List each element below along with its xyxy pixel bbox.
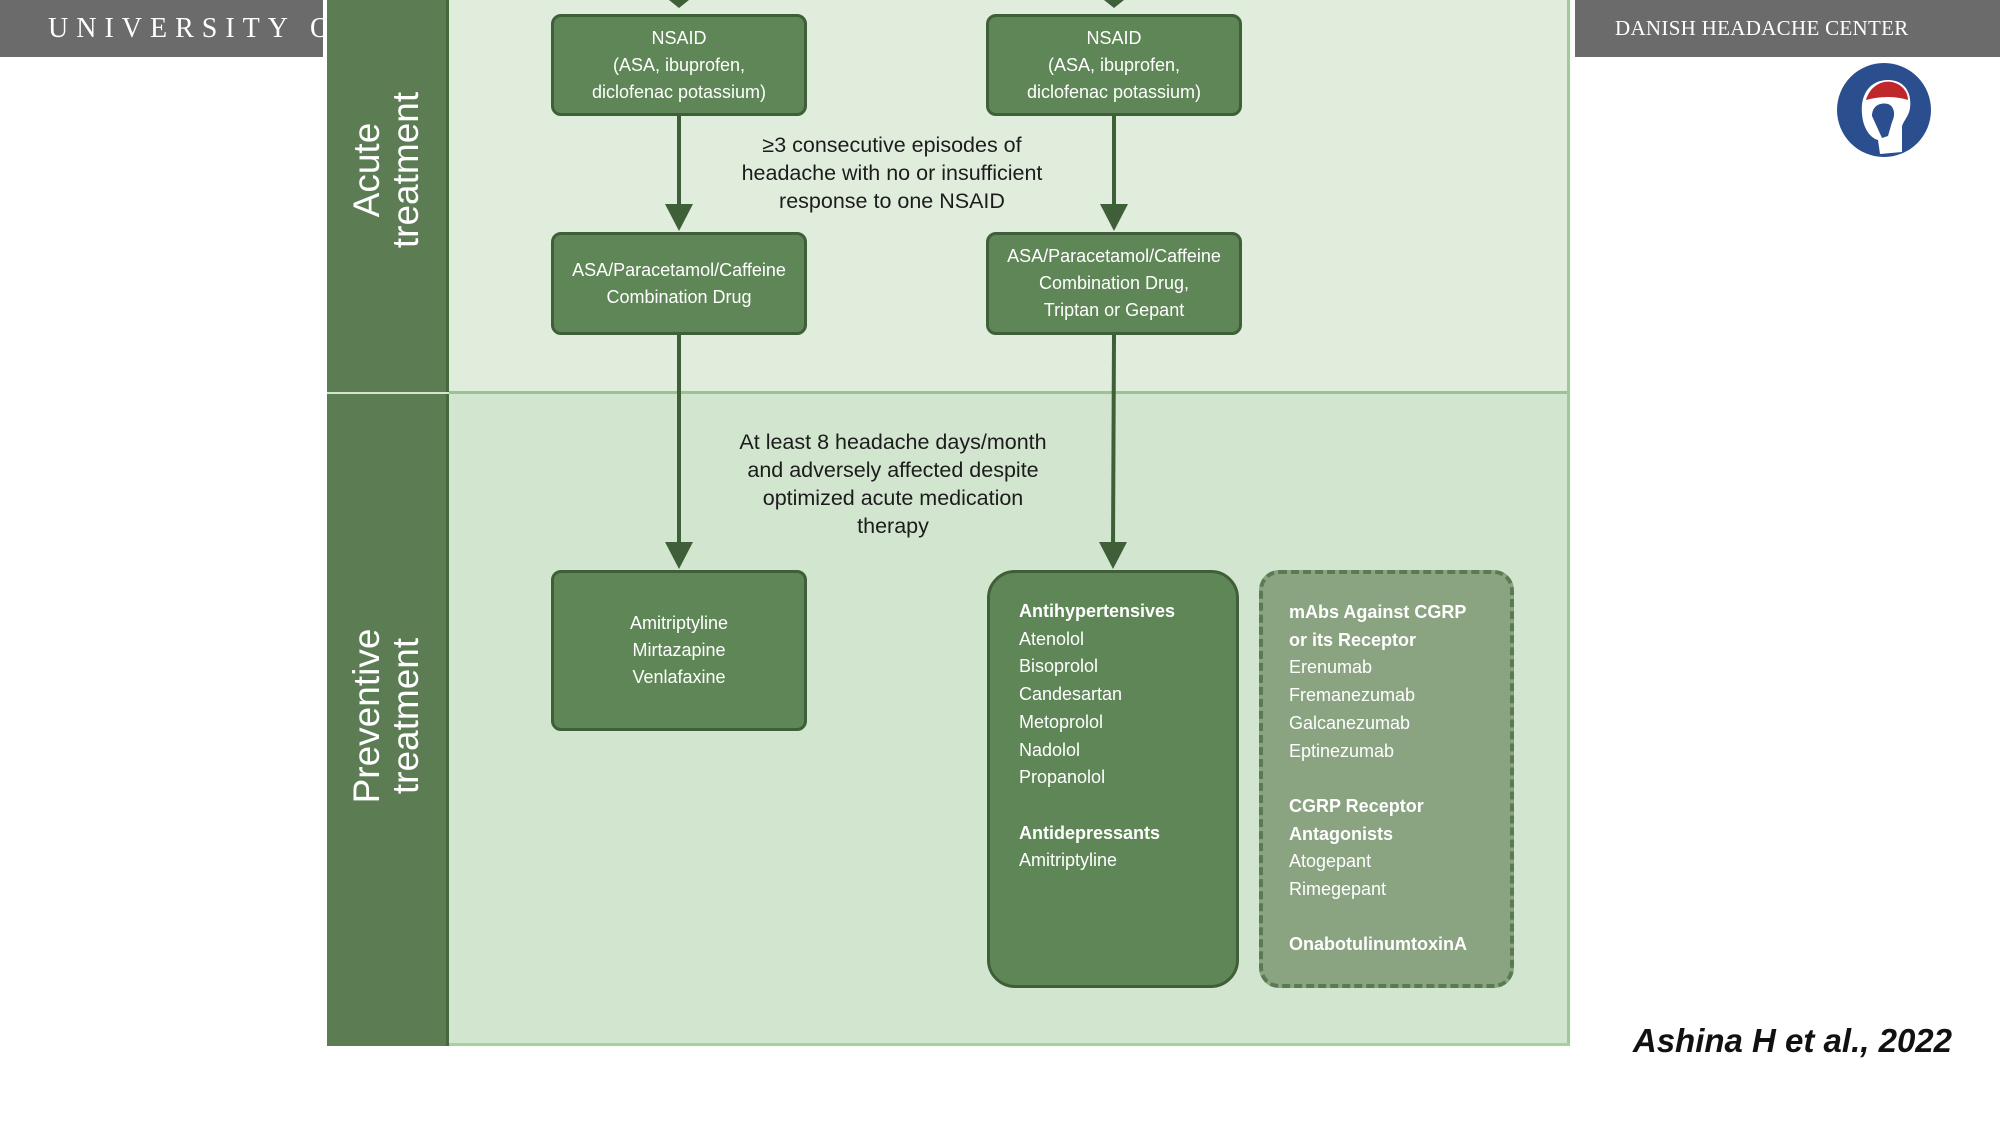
drug-item: Erenumab: [1289, 657, 1373, 678]
drug-class-heading: OnabotulinumtoxinA: [1289, 934, 1467, 955]
drug-item: Amitriptyline: [1019, 850, 1118, 871]
nsaid-detail: diclofenac potassium): [591, 81, 767, 102]
drug-class-heading: Antagonists: [1289, 823, 1394, 844]
headache-center-logo-icon: [1832, 56, 1942, 169]
drug-class-heading: mAbs Against CGRP: [1289, 602, 1467, 622]
drug-item: Galcanezumab: [1289, 712, 1411, 733]
logo-graphic: [1837, 63, 1931, 157]
nsaid-title: NSAID: [1086, 27, 1142, 48]
combo-line: Triptan or Gepant: [1043, 300, 1185, 320]
diagram-bottom-border: [327, 1043, 1570, 1046]
university-name: UNIVERSITY O: [48, 12, 323, 44]
center-name: DANISH HEADACHE CENTER: [1615, 16, 1909, 40]
drug-item: Rimegepant: [1289, 879, 1387, 900]
drug-item: Eptinezumab: [1289, 740, 1395, 761]
list-spacer: [1289, 765, 1510, 793]
combination-drug-box-left: ASA/Paracetamol/Caffeine Combination Dru…: [551, 232, 807, 335]
combination-drug-box-right: ASA/Paracetamol/Caffeine Combination Dru…: [986, 232, 1242, 335]
flow-arrows: [665, 0, 1128, 569]
preventive-box-left: Amitriptyline Mirtazapine Venlafaxine: [551, 570, 807, 731]
drug-item: Metoprolol: [1019, 711, 1104, 732]
condition-line: response to one NSAID: [779, 189, 1005, 213]
drug-class-heading: CGRP Receptor: [1289, 795, 1424, 816]
condition-line: headache with no or insufficient: [741, 161, 1043, 185]
section-divider: [449, 391, 1570, 394]
nsaid-detail: (ASA, ibuprofen,: [612, 54, 746, 75]
preventive-sidebar: Preventive treatment: [327, 394, 449, 1046]
drug-item: Propanolol: [1019, 767, 1106, 788]
condition-line: At least 8 headache days/month: [739, 430, 1047, 454]
nsaid-title: NSAID: [651, 27, 707, 48]
university-header-bar: UNIVERSITY O: [0, 0, 323, 57]
nsaid-detail: diclofenac potassium): [1026, 81, 1202, 102]
preventive-box-middle: Antihypertensives Atenolol Bisoprolol Ca…: [987, 570, 1239, 988]
condition-line: ≥3 consecutive episodes of: [762, 133, 1022, 157]
combo-line: Combination Drug: [606, 286, 752, 307]
drug-item: Amitriptyline: [629, 613, 729, 633]
condition-line: therapy: [857, 514, 929, 538]
drug-item: Atogepant: [1289, 851, 1372, 872]
condition-line: and adversely affected despite: [747, 458, 1039, 482]
drug-item: Nadolol: [1019, 739, 1081, 760]
combo-line: ASA/Paracetamol/Caffeine: [572, 259, 786, 280]
diagram-right-border: [1567, 0, 1570, 1046]
condition-line: optimized acute medication: [762, 486, 1024, 510]
drug-item: Candesartan: [1019, 684, 1123, 705]
drug-item: Fremanezumab: [1289, 685, 1416, 706]
treatment-flow-diagram: Acute treatment Preventive treatment NSA…: [327, 0, 1570, 1046]
preventive-start-condition: At least 8 headache days/month and adver…: [739, 428, 1046, 540]
nsaid-detail: (ASA, ibuprofen,: [1047, 54, 1181, 75]
citation: Ashina H et al., 2022: [1632, 1022, 1952, 1059]
nsaid-box-left: NSAID (ASA, ibuprofen, diclofenac potass…: [551, 14, 807, 116]
drug-item: Mirtazapine: [632, 640, 726, 660]
nsaid-box-right: NSAID (ASA, ibuprofen, diclofenac potass…: [986, 14, 1242, 116]
acute-sidebar: Acute treatment: [327, 0, 449, 392]
acute-treatment-band: [327, 0, 1570, 392]
acute-escalation-condition: ≥3 consecutive episodes of headache with…: [742, 131, 1043, 215]
drug-class-heading: Antidepressants: [1019, 822, 1161, 843]
drug-class-heading: Antihypertensives: [1019, 601, 1176, 621]
preventive-box-right-dashed: mAbs Against CGRP or its Receptor Erenum…: [1259, 570, 1514, 988]
list-spacer: [1289, 904, 1510, 932]
center-header-bar: DANISH HEADACHE CENTER: [1575, 0, 2000, 57]
drug-class-heading: or its Receptor: [1289, 629, 1417, 650]
drug-item: Bisoprolol: [1019, 656, 1099, 677]
drug-item: Atenolol: [1019, 628, 1085, 649]
combo-line: Combination Drug,: [1038, 273, 1190, 293]
drug-item: Venlafaxine: [632, 667, 726, 687]
combo-line: ASA/Paracetamol/Caffeine: [1007, 246, 1221, 266]
list-spacer: [1019, 792, 1236, 820]
arrow-combo-right-to-preventive: [1111, 334, 1116, 547]
